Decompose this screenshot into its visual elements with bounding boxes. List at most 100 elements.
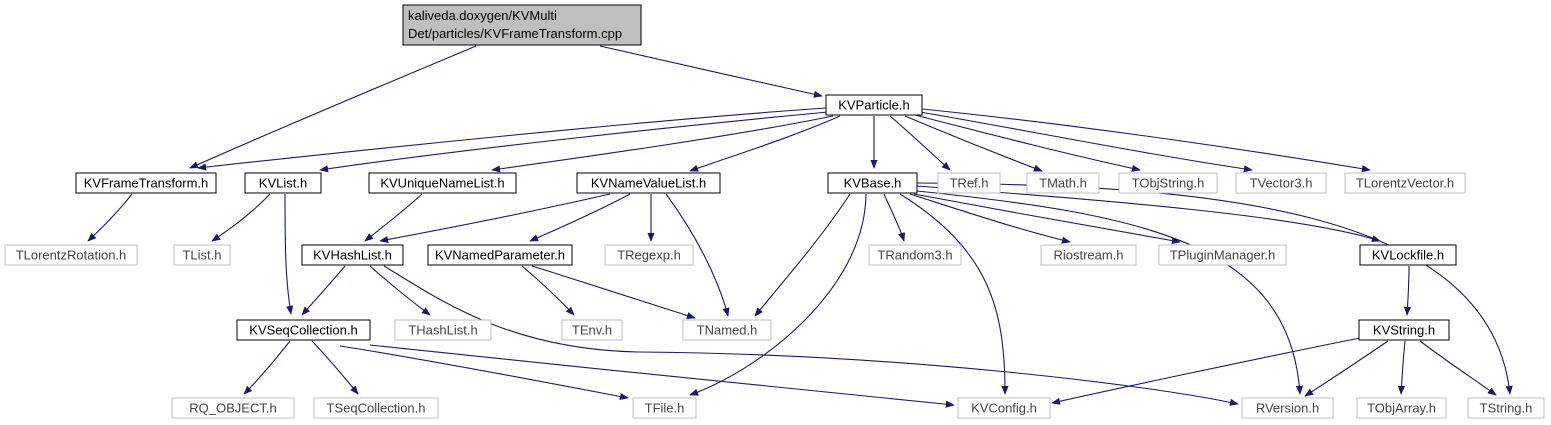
node-kvbase[interactable]: KVBase.h — [827, 172, 918, 194]
edge-root-to-kvframetransform — [189, 45, 477, 169]
node-label: KVConfig.h — [971, 401, 1037, 416]
node-tseqcollection: TSeqCollection.h — [313, 397, 439, 419]
node-box — [682, 319, 772, 341]
edge-kvlist-to-kvseqcollection — [284, 193, 294, 315]
node-kvhashlist[interactable]: KVHashList.h — [301, 244, 404, 266]
edge-kvseqcollection-to-kvconfig — [369, 344, 955, 408]
node-tvector3: TVector3.h — [1235, 172, 1327, 194]
node-kvuniquenamelist[interactable]: KVUniqueNameList.h — [368, 172, 517, 194]
node-tregexp: TRegexp.h — [604, 244, 694, 266]
node-label: KVLockfile.h — [1372, 248, 1444, 263]
edge-kvbase-to-rversion — [916, 190, 1304, 395]
node-kvnamedparameter[interactable]: KVNamedParameter.h — [427, 244, 573, 266]
node-kvseqcollection[interactable]: KVSeqCollection.h — [236, 319, 371, 341]
edge-kvhashlist-to-rversion — [383, 265, 1239, 406]
edge-kvstring-to-tstring — [1419, 340, 1497, 396]
node-box — [825, 94, 923, 116]
edge-kvbase-to-tnamed — [754, 193, 851, 317]
edge-kvbase-to-riostream — [909, 193, 1071, 244]
node-label: TFile.h — [645, 401, 685, 416]
node-box — [402, 4, 642, 46]
node-label: TRegexp.h — [617, 248, 681, 263]
node-label: TRef.h — [949, 176, 988, 191]
node-label: RVersion.h — [1256, 401, 1319, 416]
node-label: THashList.h — [408, 323, 477, 338]
node-label: TSeqCollection.h — [327, 401, 426, 416]
node-label: KVNamedParameter.h — [435, 248, 565, 263]
edge-kvparticle-to-kvnamevaluelist — [689, 115, 841, 172]
node-kvconfig: KVConfig.h — [957, 397, 1051, 419]
node-kvstring[interactable]: KVString.h — [1358, 319, 1450, 341]
edge-kvnamevaluelist-to-kvnamedparameter — [529, 193, 631, 242]
node-box — [313, 397, 439, 419]
node-label: kaliveda.doxygen/KVMulti — [408, 8, 557, 23]
edge-kvstring-to-rversion — [1304, 340, 1389, 397]
node-kvlist[interactable]: KVList.h — [244, 172, 322, 194]
edge-kvparticle-to-kvlist — [319, 111, 829, 173]
node-rqobject: RQ_OBJECT.h — [171, 397, 295, 419]
node-box — [1344, 172, 1466, 194]
edge-kvnamevaluelist-to-kvhashlist — [379, 193, 611, 244]
node-label: KVHashList.h — [313, 248, 392, 263]
node-rversion: RVersion.h — [1241, 397, 1334, 419]
node-kvparticle[interactable]: KVParticle.h — [825, 94, 923, 116]
node-label: TString.h — [1480, 401, 1533, 416]
node-box — [171, 397, 295, 419]
nodes-layer: kaliveda.doxygen/KVMultiDet/particles/KV… — [4, 4, 1545, 419]
edge-kvparticle-to-kvframetransform — [197, 107, 827, 171]
node-box — [394, 319, 492, 341]
edge-kvuniquenamelist-to-kvhashlist — [364, 193, 423, 242]
node-tobjarray: TObjArray.h — [1356, 397, 1447, 419]
node-tpluginmanager: TPluginManager.h — [1158, 244, 1287, 266]
node-tnamed: TNamed.h — [682, 319, 772, 341]
edge-kvnamevaluelist-to-tnamed — [665, 193, 730, 317]
edge-kvseqcollection-to-tseqcollection — [311, 340, 359, 395]
node-label: TVector3.h — [1250, 176, 1313, 191]
node-trandom3: TRandom3.h — [868, 244, 962, 266]
node-box — [561, 319, 623, 341]
edge-kvhashlist-to-kvseqcollection — [301, 265, 346, 316]
edge-kvbase-to-kvconfig — [899, 193, 1009, 395]
node-box — [937, 172, 1001, 194]
node-label: TLorentzVector.h — [1356, 176, 1454, 191]
node-box — [4, 244, 138, 266]
node-box — [244, 172, 322, 194]
node-label: TMath.h — [1039, 176, 1087, 191]
node-box — [604, 244, 694, 266]
node-label: KVList.h — [259, 176, 307, 191]
edge-kvstring-to-kvconfig — [1051, 337, 1361, 405]
edge-kvframetransform-to-tlorentzrotation — [87, 193, 133, 242]
edge-kvparticle-to-kvuniquenamelist — [491, 115, 834, 173]
node-box — [1356, 397, 1447, 419]
node-kvlockfile[interactable]: KVLockfile.h — [1359, 244, 1457, 266]
node-label: TNamed.h — [697, 323, 758, 338]
edge-kvbase-to-kvlockfile — [916, 185, 1381, 242]
node-box — [1040, 244, 1137, 266]
node-label: TObjArray.h — [1367, 401, 1436, 416]
edge-kvparticle-to-tref — [889, 115, 951, 171]
edge-kvparticle-to-tlorentzvector — [921, 108, 1371, 173]
node-kvframetransform[interactable]: KVFrameTransform.h — [75, 172, 217, 194]
node-tlorentzvector: TLorentzVector.h — [1344, 172, 1466, 194]
edge-kvparticle-to-tvector3 — [919, 111, 1253, 173]
node-tref: TRef.h — [937, 172, 1001, 194]
node-tenv: TEnv.h — [561, 319, 623, 341]
node-box — [1158, 244, 1287, 266]
node-box — [427, 244, 573, 266]
node-label: TEnv.h — [572, 323, 612, 338]
node-label: KVNameValueList.h — [591, 176, 706, 191]
node-box — [368, 172, 517, 194]
node-label: TRandom3.h — [877, 248, 952, 263]
node-tlist: TList.h — [173, 244, 231, 266]
node-root[interactable]: kaliveda.doxygen/KVMultiDet/particles/KV… — [402, 4, 642, 46]
node-label: TList.h — [182, 248, 221, 263]
node-tfile: TFile.h — [632, 397, 697, 419]
edge-kvbase-to-trandom3 — [883, 193, 906, 242]
node-label: RQ_OBJECT.h — [189, 401, 276, 416]
edge-kvbase-to-tfile — [689, 193, 867, 396]
node-kvnamevaluelist[interactable]: KVNameValueList.h — [576, 172, 721, 194]
node-box — [173, 244, 231, 266]
node-box — [632, 397, 697, 419]
edges-layer — [87, 45, 1513, 408]
